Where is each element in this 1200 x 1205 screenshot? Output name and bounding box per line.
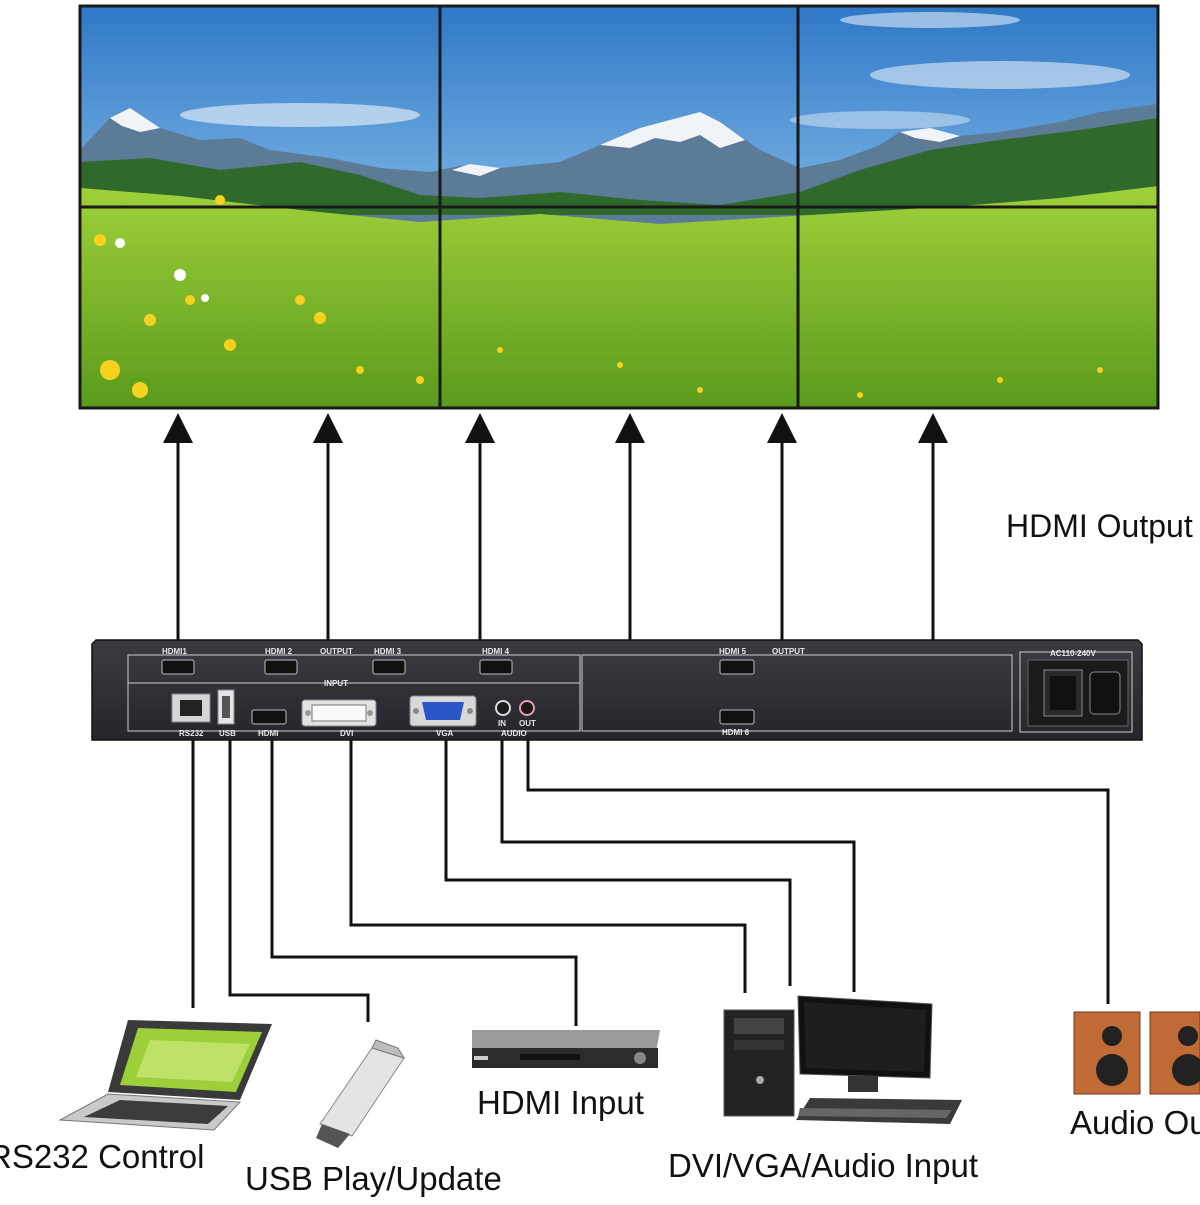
panel-label-hdmi-in: HDMI (258, 729, 278, 738)
panel-label-usb: USB (219, 729, 236, 738)
connection-lines (191, 740, 1110, 1026)
panel-label-hdmi5: HDMI 5 (719, 647, 747, 656)
audio-in-line (500, 740, 856, 992)
panel-label-hdmi3: HDMI 3 (374, 647, 402, 656)
controller-rear-panel: HDMI1 HDMI 2 OUTPUT HDMI 3 HDMI 4 HDMI 5… (91, 639, 1143, 741)
hdmi-input-port (251, 709, 287, 725)
panel-label-input: INPUT (324, 679, 348, 688)
panel-label-hdmi2: HDMI 2 (265, 647, 293, 656)
monitor-device (796, 995, 962, 1124)
dvd-player-device (472, 1030, 660, 1068)
panel-label-power: AC110-240V (1050, 649, 1096, 658)
panel-label-out: OUT (519, 719, 536, 728)
usb-play-update-label: USB Play/Update (245, 1160, 502, 1197)
audio-out-jack (519, 700, 535, 716)
computer-tower-device (723, 1009, 795, 1117)
panel-label-rs232: RS232 (179, 729, 204, 738)
video-wall (78, 4, 1160, 410)
audio-in-jack (495, 700, 511, 716)
audio-out-line (526, 740, 1110, 1004)
panel-label-audio: AUDIO (501, 729, 527, 738)
usb-stick-device (316, 1039, 406, 1148)
panel-label-in: IN (498, 719, 506, 728)
panel-label-output-a: OUTPUT (320, 647, 353, 656)
hdmi-input-line (270, 740, 578, 1026)
vga-line (444, 740, 792, 986)
hdmi-input-label: HDMI Input (477, 1084, 644, 1121)
power-module (1027, 659, 1129, 727)
output-arrows (163, 413, 948, 640)
dvi-port (301, 699, 377, 727)
audio-output-label: Audio Ou (1070, 1104, 1200, 1141)
speakers-device (1073, 1011, 1200, 1095)
panel-label-output-b: OUTPUT (772, 647, 805, 656)
panel-label-vga: VGA (436, 729, 454, 738)
rj45-port (171, 693, 211, 723)
hdmi-output-label: HDMI Output (1006, 508, 1193, 544)
panel-label-hdmi1: HDMI1 (162, 647, 187, 656)
usb-line (228, 740, 370, 1022)
vga-port (409, 695, 477, 727)
panel-label-hdmi4: HDMI 4 (482, 647, 510, 656)
panel-label-dvi: DVI (340, 729, 353, 738)
usb-port (217, 689, 235, 725)
panel-label-hdmi6: HDMI 6 (722, 728, 750, 737)
dvi-line (349, 740, 747, 993)
rs232-control-label: RS232 Control (0, 1138, 205, 1175)
dvi-vga-audio-input-label: DVI/VGA/Audio Input (668, 1147, 979, 1184)
laptop-device (58, 1020, 272, 1131)
